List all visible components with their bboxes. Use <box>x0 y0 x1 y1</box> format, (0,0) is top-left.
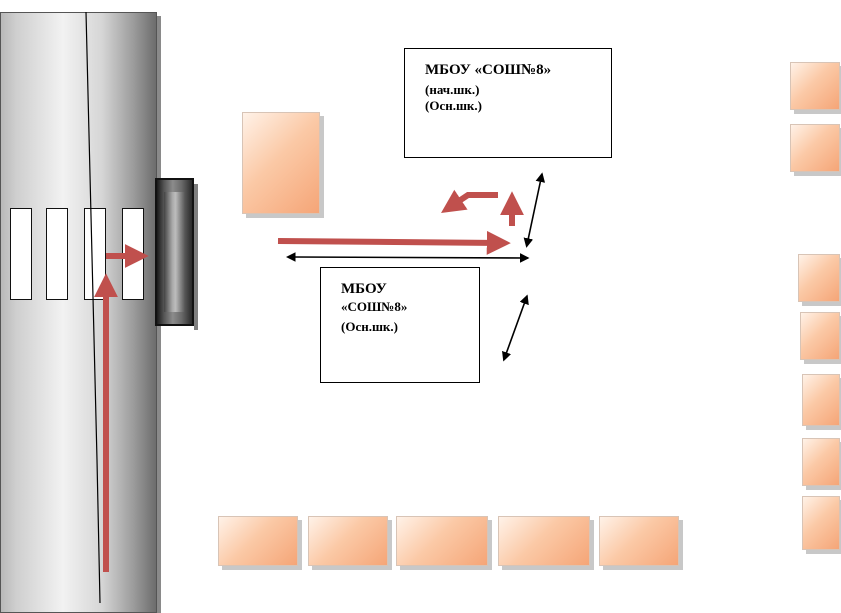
building-right <box>800 312 840 360</box>
building-right <box>798 254 840 302</box>
building-right <box>802 496 840 550</box>
building-top-left <box>242 112 320 214</box>
traffic-arrow-horizontal <box>286 252 530 263</box>
building-right <box>790 62 840 110</box>
crosswalk-stripe <box>46 208 68 300</box>
crosswalk-stripe <box>10 208 32 300</box>
route-arrow-turn <box>441 189 498 213</box>
road-center-line <box>85 11 101 604</box>
building-right <box>802 374 840 426</box>
school-label-basic: МБОУ «СОШ№8» (Осн.шк.) <box>320 267 480 383</box>
building-bottom <box>396 516 488 566</box>
gate-inner <box>164 192 185 312</box>
school-name-part2: «СОШ№8» <box>341 298 408 314</box>
school-label-primary: МБОУ «СОШ№8» (нач.шк.) (Осн.шк.) <box>404 48 612 158</box>
school-name: МБОУ «СОШ№8» <box>425 62 552 78</box>
building-bottom <box>308 516 388 566</box>
building-right <box>790 124 840 172</box>
road <box>0 12 157 613</box>
school-gate <box>155 178 194 326</box>
school-level-basic: (Осн.шк.) <box>425 98 482 113</box>
traffic-arrow-diagonal-top <box>523 172 546 248</box>
building-bottom <box>498 516 590 566</box>
school-level-basic: (Осн.шк.) <box>341 319 398 334</box>
building-bottom <box>599 516 679 566</box>
building-bottom <box>218 516 298 566</box>
building-right <box>802 438 840 486</box>
school-level-primary: (нач.шк.) <box>425 81 480 97</box>
gate-shadow <box>194 184 198 330</box>
school-name-part1: МБОУ <box>341 281 387 297</box>
traffic-arrow-diagonal-bottom <box>502 294 529 362</box>
route-arrow-long <box>277 230 511 255</box>
